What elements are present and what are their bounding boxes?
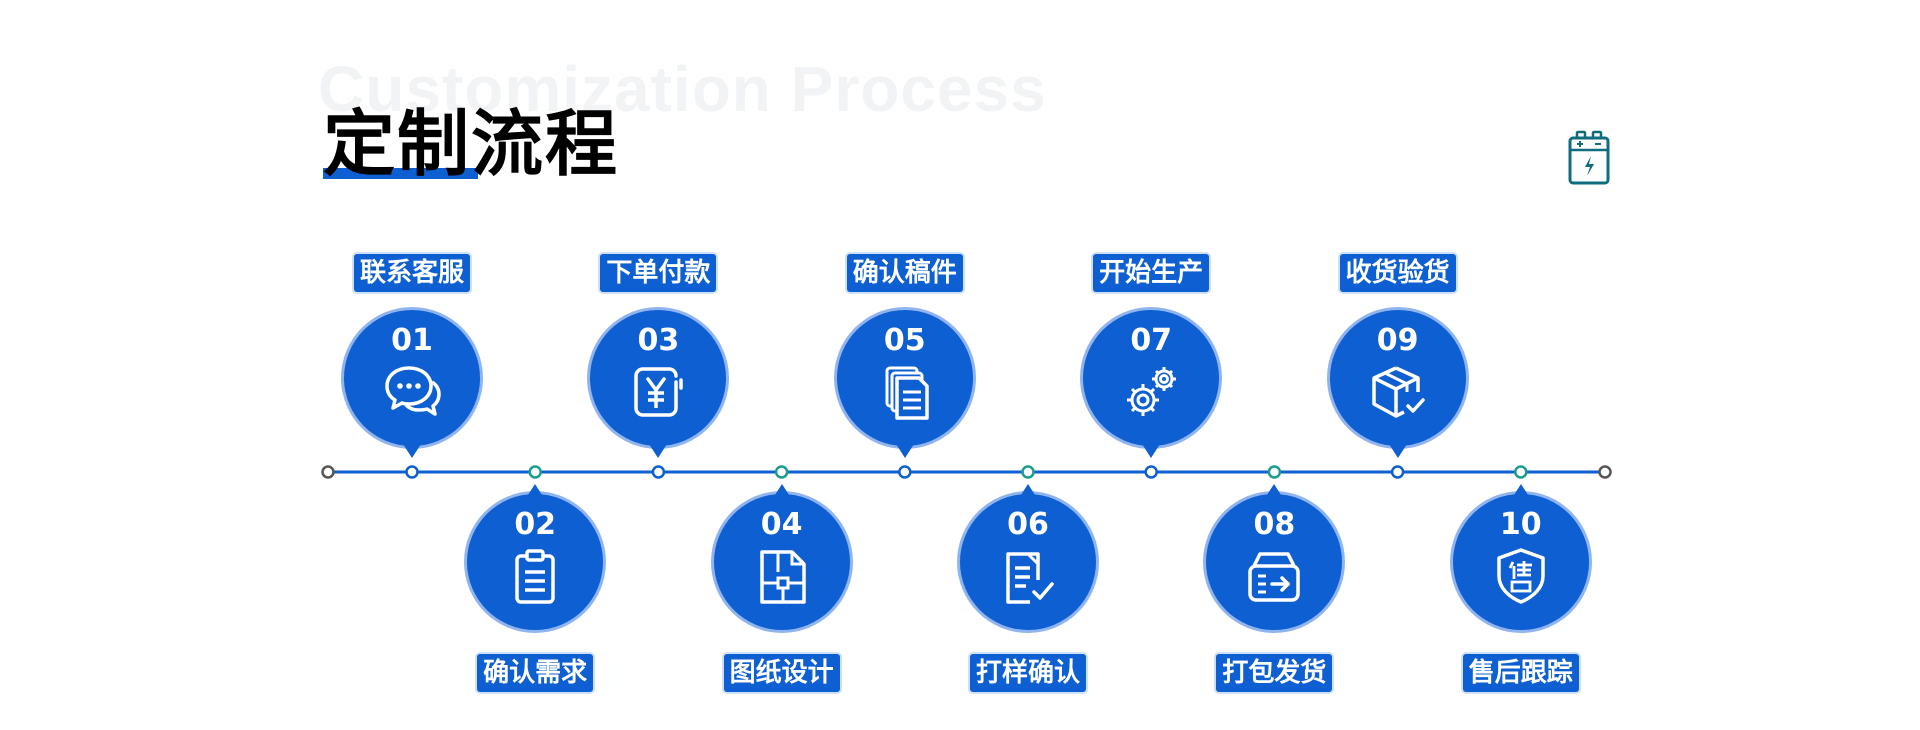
timeline-dot bbox=[1267, 465, 1282, 479]
watermark-text: Customization Process bbox=[318, 53, 1047, 125]
chat-icon bbox=[382, 362, 442, 422]
title-underline bbox=[323, 168, 478, 179]
step-number: 04 bbox=[760, 507, 803, 542]
step-pointer bbox=[1265, 484, 1284, 498]
page-title: 定制流程 bbox=[323, 102, 620, 186]
documents-icon bbox=[875, 362, 935, 422]
step-number: 07 bbox=[1130, 323, 1173, 358]
step-circle: 01 bbox=[344, 310, 480, 446]
step-circle: 02 bbox=[467, 494, 604, 630]
step-label: 图纸设计 bbox=[723, 654, 840, 692]
timeline-dot bbox=[898, 465, 912, 479]
timeline-dot bbox=[405, 465, 419, 479]
step-label: 确认需求 bbox=[477, 654, 594, 692]
step-pointer bbox=[1019, 484, 1037, 498]
document-check-icon bbox=[998, 546, 1058, 606]
step-label: 开始生产 bbox=[1093, 254, 1210, 292]
step-pointer bbox=[649, 444, 668, 458]
step-number: 01 bbox=[391, 323, 433, 358]
step-number: 06 bbox=[1007, 507, 1049, 542]
step-label: 联系客服 bbox=[353, 254, 471, 292]
step-pointer bbox=[526, 484, 545, 498]
step-label: 打样确认 bbox=[969, 654, 1087, 692]
shield-service-icon bbox=[1491, 546, 1551, 606]
step-number: 09 bbox=[1376, 323, 1419, 358]
clipboard-icon bbox=[505, 546, 565, 606]
step-circle: 04 bbox=[713, 494, 850, 630]
blueprint-icon bbox=[752, 546, 812, 606]
step-label: 收货验货 bbox=[1339, 254, 1456, 292]
timeline-dot bbox=[1514, 465, 1528, 479]
step-pointer bbox=[772, 484, 791, 498]
step-circle: 10 bbox=[1452, 494, 1589, 630]
step-pointer bbox=[1388, 444, 1407, 458]
timeline-dot bbox=[1390, 465, 1405, 479]
step-pointer bbox=[1511, 484, 1530, 498]
step-number: 03 bbox=[637, 323, 680, 358]
step-label: 下单付款 bbox=[600, 254, 717, 292]
timeline-dot bbox=[651, 465, 666, 479]
timeline-dot bbox=[1144, 465, 1158, 479]
step-pointer bbox=[1142, 444, 1161, 458]
battery-icon bbox=[1568, 130, 1610, 185]
step-pointer bbox=[895, 444, 914, 458]
step-circle: 06 bbox=[960, 494, 1096, 630]
step-label: 售后跟踪 bbox=[1462, 654, 1579, 692]
step-circle: 07 bbox=[1083, 310, 1220, 446]
step-number: 08 bbox=[1253, 507, 1296, 542]
package-check-icon bbox=[1368, 362, 1428, 422]
step-label: 确认稿件 bbox=[846, 254, 963, 292]
gears-icon bbox=[1121, 362, 1181, 422]
step-pointer bbox=[403, 444, 421, 458]
step-label: 打包发货 bbox=[1216, 654, 1333, 692]
timeline-dot bbox=[774, 465, 789, 479]
step-number: 02 bbox=[514, 507, 557, 542]
step-circle: 05 bbox=[836, 310, 973, 446]
payment-icon bbox=[628, 362, 688, 422]
box-arrow-icon bbox=[1244, 546, 1304, 606]
timeline-end-dot bbox=[1598, 465, 1612, 479]
timeline-dot bbox=[1021, 465, 1035, 479]
timeline-dot bbox=[528, 465, 542, 479]
timeline-start-dot bbox=[321, 465, 335, 479]
title-block: 定制流程 bbox=[323, 104, 619, 184]
step-number: 10 bbox=[1499, 507, 1542, 542]
step-circle: 09 bbox=[1329, 310, 1466, 446]
step-number: 05 bbox=[883, 323, 926, 358]
step-circle: 03 bbox=[590, 310, 727, 446]
step-circle: 08 bbox=[1206, 494, 1343, 630]
